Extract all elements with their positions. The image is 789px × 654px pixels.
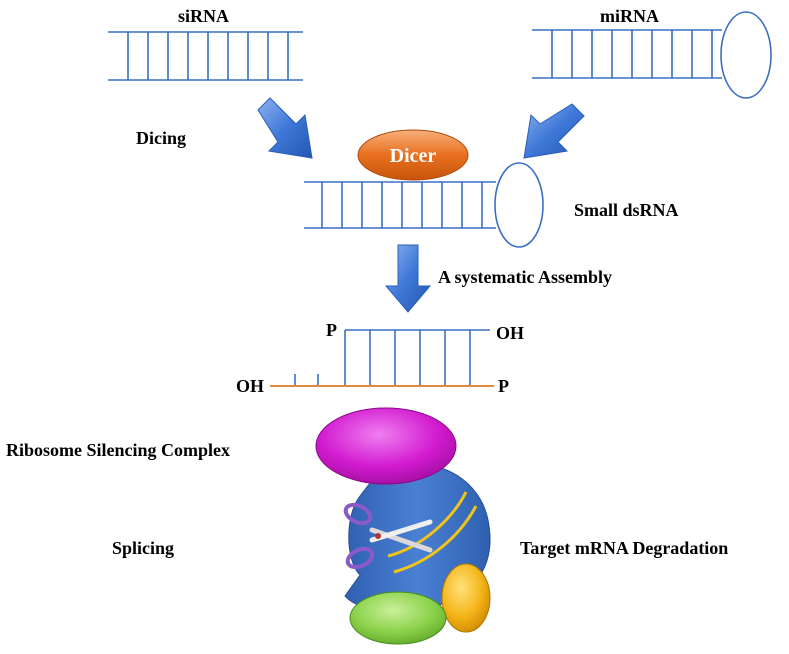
small-dsrna xyxy=(304,162,544,248)
degradation-label: Target mRNA Degradation xyxy=(520,538,728,558)
oh-top-label: OH xyxy=(496,323,524,343)
small-dsrna-label: Small dsRNA xyxy=(574,200,679,220)
sirna-duplex xyxy=(108,31,303,81)
processed-duplex xyxy=(294,329,490,386)
complex-label: Ribosome Silencing Complex xyxy=(6,440,230,460)
arrow-assembly xyxy=(384,244,432,313)
oh-bottom-label: OH xyxy=(236,376,264,396)
arrow-from-mirna xyxy=(523,103,585,159)
scissors-icon xyxy=(343,502,433,570)
mirna-label: miRNA xyxy=(600,6,659,26)
sirna-label: siRNA xyxy=(178,6,229,26)
arrow-from-sirna xyxy=(257,97,313,159)
dicer-enzyme xyxy=(357,129,469,181)
mirna-hairpin xyxy=(532,11,772,99)
dicing-label: Dicing xyxy=(136,128,186,148)
p-top-label: P xyxy=(326,320,337,340)
splicing-label: Splicing xyxy=(112,538,174,558)
complex-green-subunit xyxy=(349,591,447,645)
silencing-complex xyxy=(315,407,491,645)
assembly-label: A systematic Assembly xyxy=(438,267,612,287)
p-bottom-label: P xyxy=(498,376,509,396)
complex-top-subunit xyxy=(315,407,457,485)
rna-track-inner xyxy=(393,505,478,574)
rna-track-outer xyxy=(387,491,468,558)
dicer-label: Dicer xyxy=(390,145,437,167)
complex-yellow-subunit xyxy=(441,563,491,633)
